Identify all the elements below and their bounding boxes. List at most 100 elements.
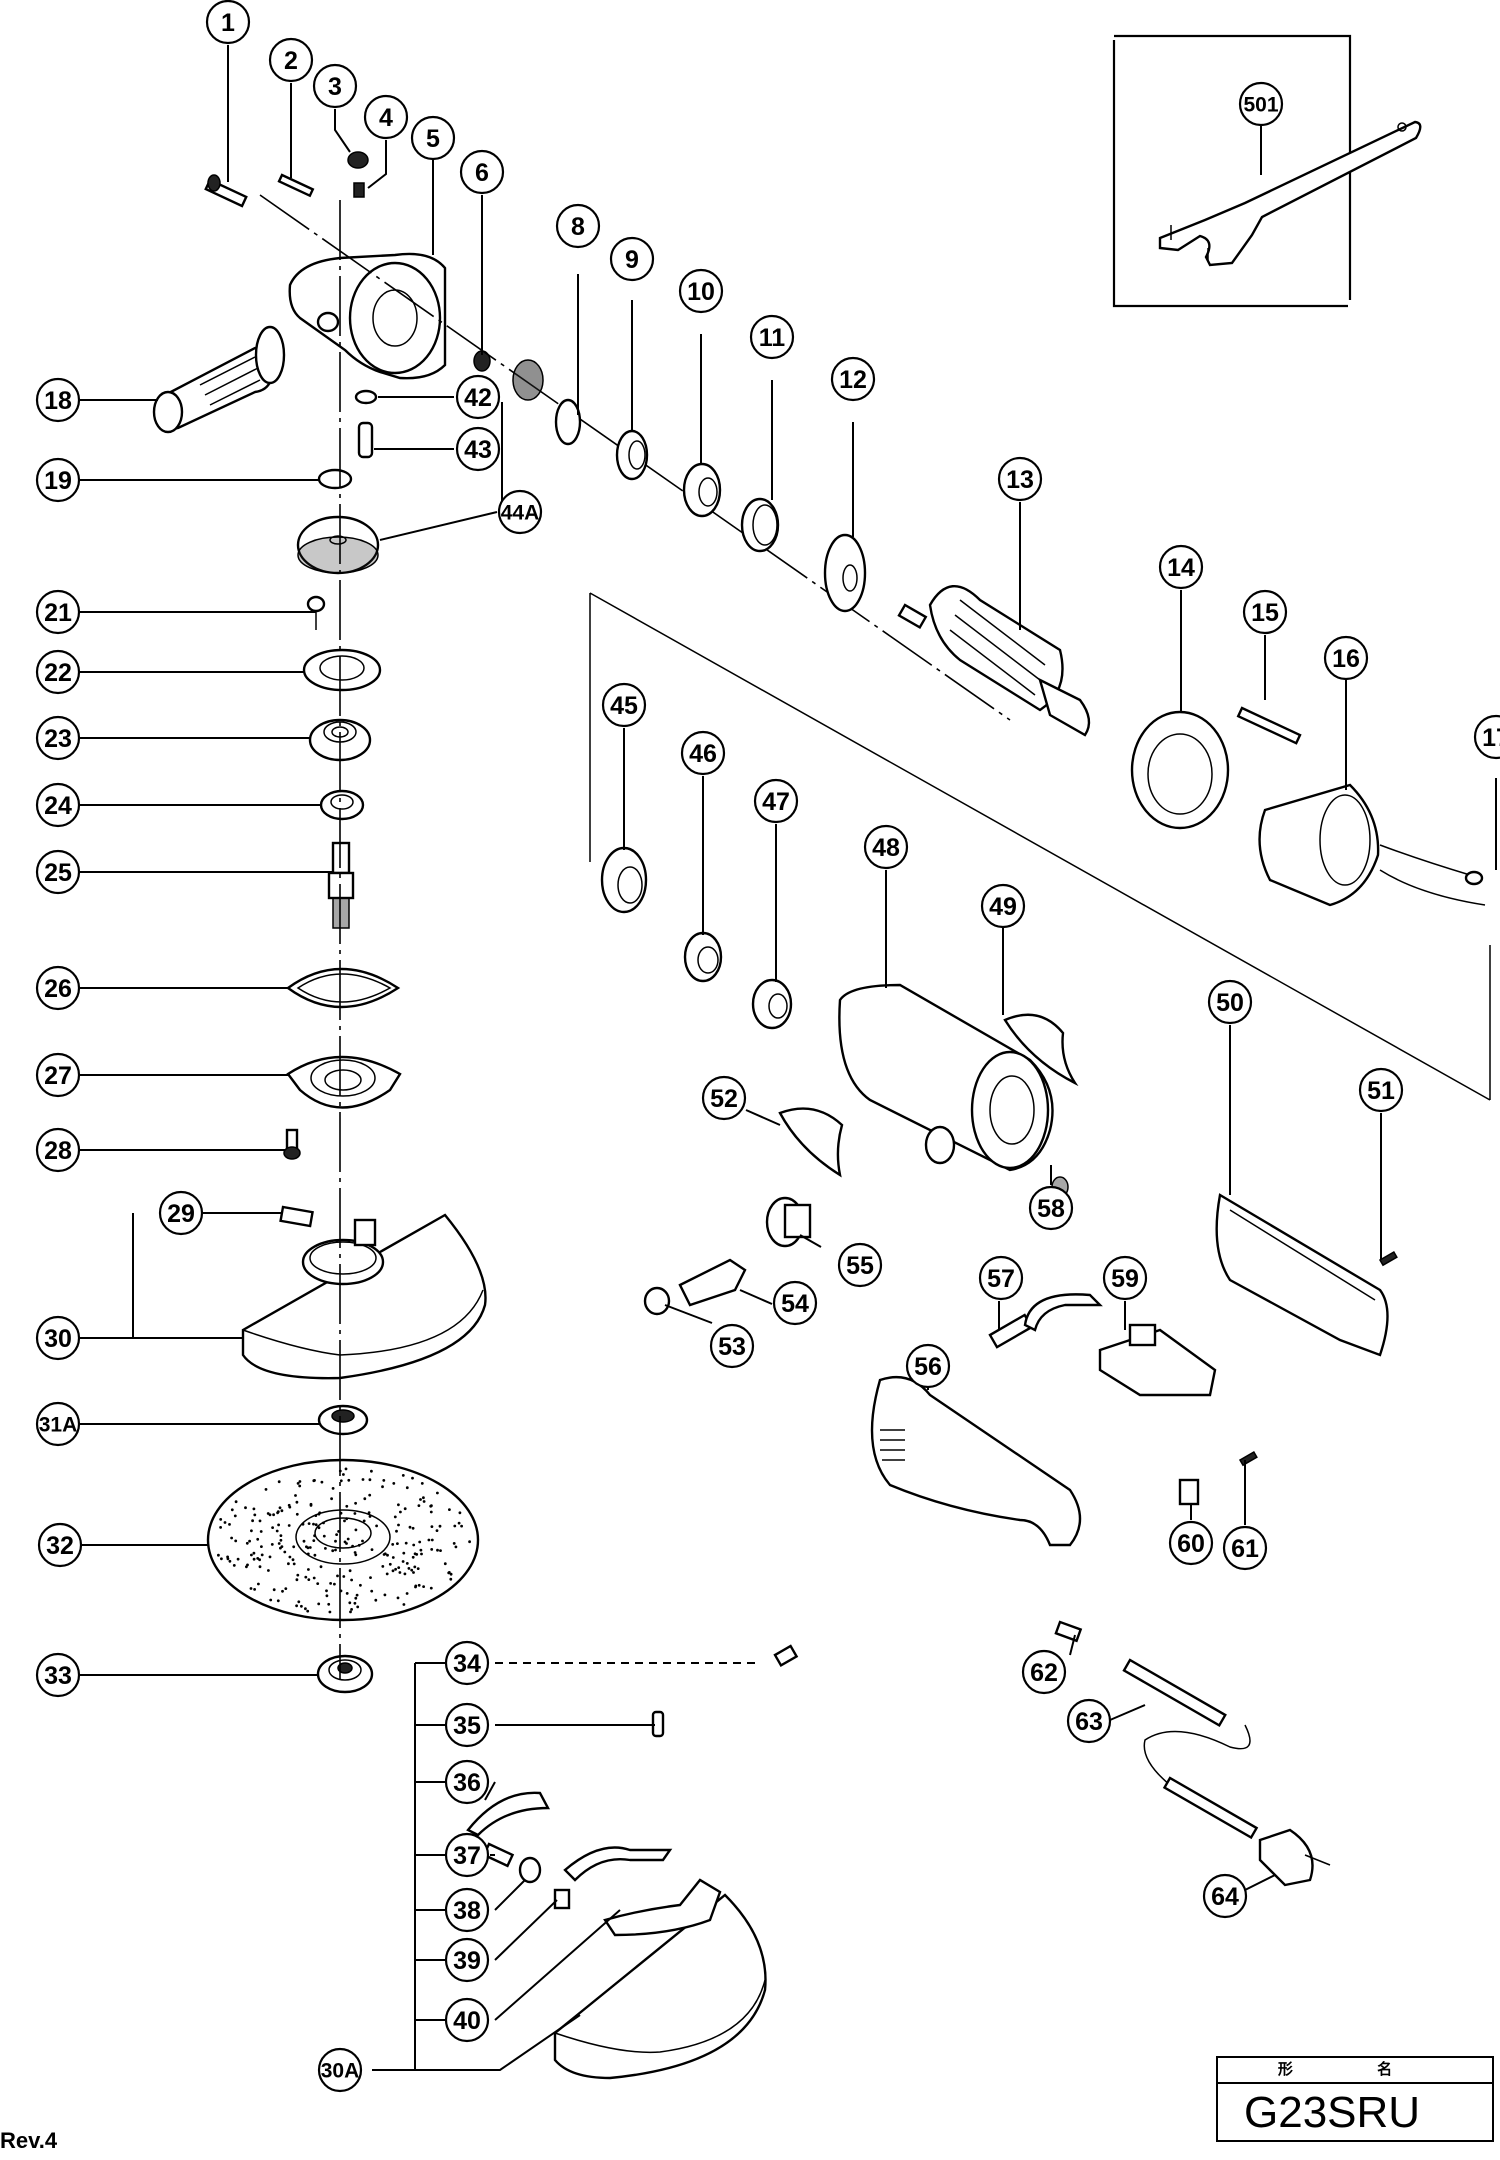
grit-dot <box>270 1543 274 1546</box>
cord-plug-part-64 <box>1162 1776 1331 1887</box>
callout-circle <box>601 682 647 728</box>
grit-dot <box>312 1576 316 1580</box>
grit-dot <box>397 1523 400 1527</box>
callout-number: 57 <box>987 1265 1015 1293</box>
grit-dot <box>348 1569 352 1573</box>
grit-dot <box>354 1528 358 1532</box>
grit-dot <box>300 1604 303 1608</box>
gasket-part-26 <box>285 967 401 1009</box>
callout-number: 6 <box>475 159 489 187</box>
grit-dot <box>324 1547 327 1550</box>
tapping-screw-part-51 <box>1378 1250 1398 1267</box>
callout-circle <box>35 589 81 635</box>
grit-dot <box>457 1521 461 1525</box>
grit-dot <box>354 1553 358 1557</box>
ball-bearing-part-10 <box>682 462 722 518</box>
carbon-brush-part-54 <box>678 1258 747 1307</box>
callout-42: 42 <box>455 374 501 420</box>
grit-dot <box>416 1567 420 1570</box>
callout-number: 24 <box>44 792 72 820</box>
grit-dot <box>260 1545 263 1548</box>
grit-dot <box>405 1592 409 1595</box>
grit-dot <box>279 1534 283 1537</box>
grit-dot <box>244 1506 247 1510</box>
callout-number: 56 <box>914 1353 942 1381</box>
callout-15: 15 <box>1242 589 1288 635</box>
title-block: 形 名 G23SRU <box>1216 2056 1494 2142</box>
cord-clip-part-60 <box>1178 1478 1200 1506</box>
callout-number: 38 <box>453 1897 481 1925</box>
callout-34: 34 <box>444 1640 490 1686</box>
callout-63: 63 <box>1066 1698 1112 1744</box>
callout-circle <box>497 489 543 535</box>
screw-part-1 <box>204 174 248 208</box>
callout-circle <box>680 730 726 776</box>
grit-dot <box>435 1529 439 1532</box>
switch-lever-part-57 <box>988 1293 1103 1349</box>
callout-number: 64 <box>1211 1883 1239 1911</box>
callout-circle <box>609 236 655 282</box>
side-handle-part-18 <box>152 325 286 434</box>
bearing-holder-part-12 <box>823 533 867 613</box>
callout-26: 26 <box>35 965 81 1011</box>
grit-dot <box>331 1549 335 1553</box>
callout-55: 55 <box>837 1242 883 1288</box>
grit-dot <box>397 1566 401 1569</box>
grit-dot <box>336 1574 339 1578</box>
callout-number: 47 <box>762 788 790 816</box>
callout-circle <box>1102 1255 1148 1301</box>
grit-dot <box>248 1539 252 1543</box>
callout-62: 62 <box>1021 1649 1067 1695</box>
callout-5: 5 <box>410 115 456 161</box>
pinion-part-44 <box>512 359 544 401</box>
grit-dot <box>353 1601 357 1605</box>
grit-dot <box>399 1510 402 1514</box>
grit-dot <box>357 1543 361 1547</box>
callout-8: 8 <box>555 203 601 249</box>
grit-dot <box>325 1594 329 1598</box>
grit-dot <box>331 1487 335 1490</box>
grit-dot <box>266 1512 270 1515</box>
grit-dot <box>252 1557 256 1561</box>
callout-number: 31A <box>39 1414 78 1437</box>
callout-number: 30A <box>321 2060 360 2083</box>
callout-3: 3 <box>312 63 358 109</box>
callout-circle <box>268 37 314 83</box>
callout-54: 54 <box>772 1280 818 1326</box>
callout-number: 34 <box>453 1650 481 1678</box>
grit-dot <box>249 1587 253 1590</box>
grit-dot <box>309 1502 313 1506</box>
callout-50: 50 <box>1207 979 1253 1025</box>
grit-dot <box>219 1518 223 1521</box>
grit-dot <box>306 1546 310 1550</box>
wheel-guard-part-30A <box>553 1878 767 2080</box>
wheel-nut-part-33 <box>316 1654 374 1694</box>
callout-29: 29 <box>158 1190 204 1236</box>
callout-circle <box>997 456 1043 502</box>
callout-45: 45 <box>601 682 647 728</box>
grit-dot <box>257 1582 260 1586</box>
callout-18: 18 <box>35 377 81 423</box>
callout-circle <box>455 374 501 420</box>
callout-30: 30 <box>35 1315 81 1361</box>
grit-dot <box>322 1534 326 1538</box>
callout-number: 62 <box>1030 1659 1058 1687</box>
callout-11: 11 <box>749 314 795 360</box>
grit-dot <box>342 1575 346 1578</box>
grit-dot <box>295 1604 298 1608</box>
callout-58: 58 <box>1028 1185 1074 1231</box>
grit-dot <box>430 1504 433 1508</box>
grit-dot <box>386 1553 389 1557</box>
callout-17: 17 <box>1473 714 1500 760</box>
callout-49: 49 <box>980 883 1026 929</box>
grit-dot <box>279 1538 283 1542</box>
grit-dot <box>329 1582 332 1585</box>
wheel-washer-part-31A <box>317 1404 369 1436</box>
callout-labels: 1234568910111213141516171819212223242526… <box>35 0 1500 2093</box>
grit-dot <box>230 1508 234 1512</box>
callout-circle <box>1066 1698 1112 1744</box>
callout-number: 29 <box>167 1200 195 1228</box>
callout-2: 2 <box>268 37 314 83</box>
grit-dot <box>284 1587 288 1590</box>
grit-dot <box>422 1496 425 1500</box>
